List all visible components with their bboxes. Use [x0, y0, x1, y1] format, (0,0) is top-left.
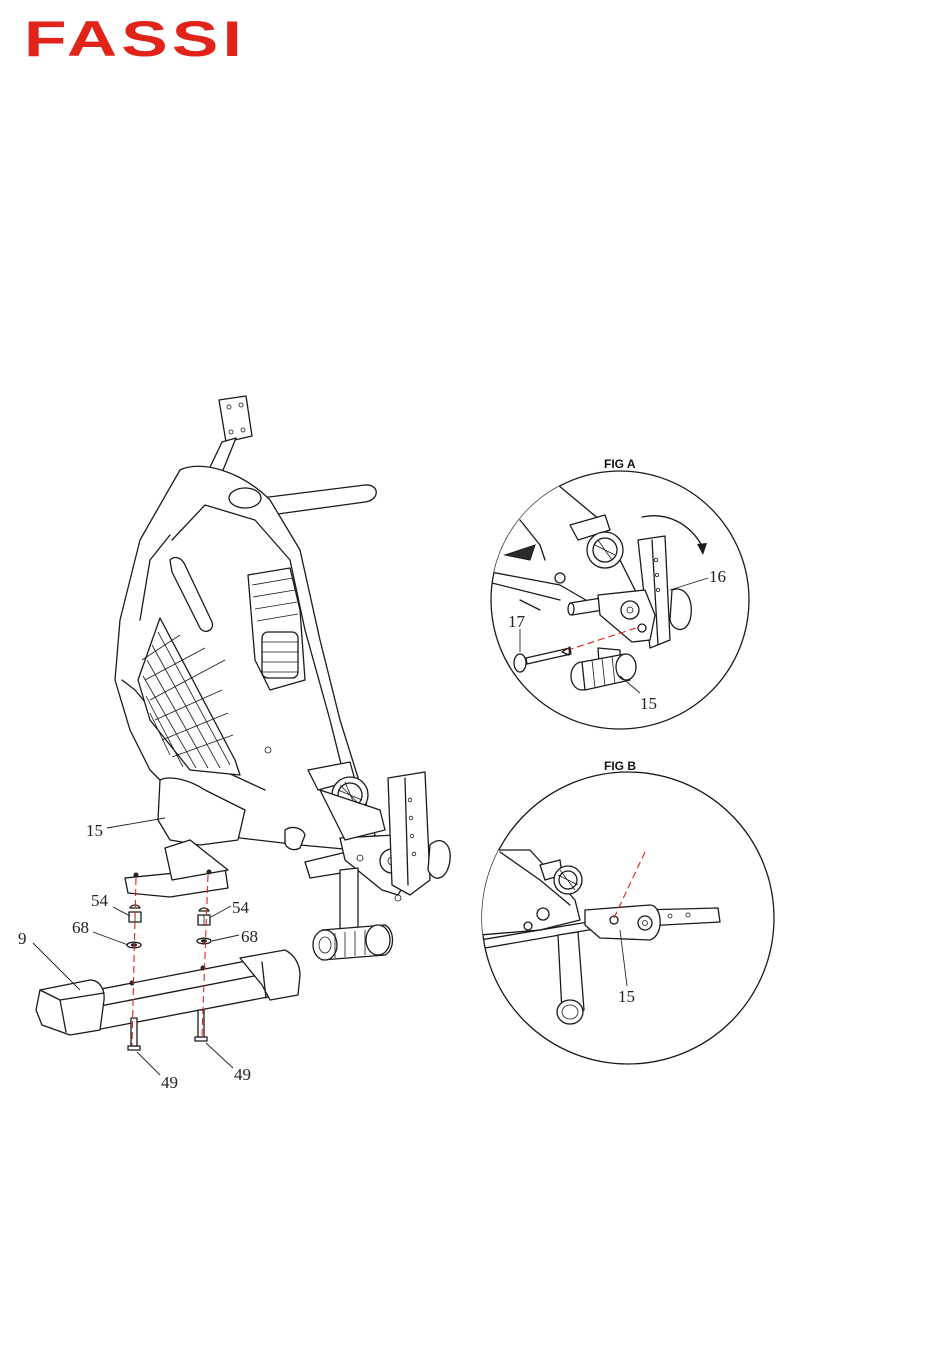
main-assembly-view: 15 54 68 9 54 68 49 49 — [18, 396, 450, 1092]
fig-a-callout-bracket: 16 — [709, 567, 726, 586]
fig-a-callout-frame: 15 — [640, 694, 657, 713]
callout-nut-right: 54 — [232, 898, 250, 917]
callout-washer-right: 68 — [241, 927, 258, 946]
callout-nut-left: 54 — [91, 891, 109, 910]
fig-a: FIG A — [480, 457, 749, 729]
front-rollers — [313, 925, 393, 960]
callout-washer-left: 68 — [72, 918, 89, 937]
callout-bolt-left: 49 — [161, 1073, 178, 1092]
callout-stabilizer: 9 — [18, 929, 27, 948]
fig-a-title: FIG A — [604, 457, 636, 471]
callout-bolt-right: 49 — [234, 1065, 251, 1084]
guide-line-right — [202, 875, 208, 1036]
fig-a-callout-pin: 17 — [508, 612, 526, 631]
fig-b-title: FIG B — [604, 759, 636, 773]
callout-frame: 15 — [86, 821, 103, 840]
front-stabilizer — [36, 950, 300, 1035]
fig-b: FIG B — [480, 759, 774, 1064]
fig-b-callout-frame: 15 — [618, 987, 635, 1006]
